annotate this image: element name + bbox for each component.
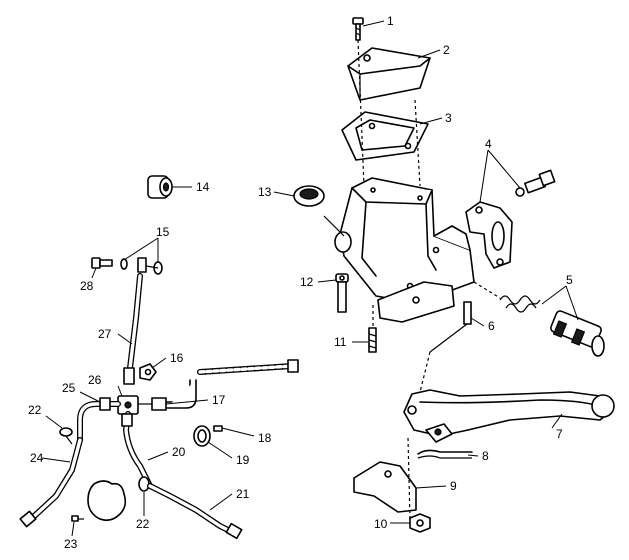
part-1-cover-screw [352,17,364,41]
part-9-lever-block [353,437,417,521]
callout-4: 4 [485,137,492,151]
callout-5: 5 [566,273,573,287]
part-20-hose [121,411,153,489]
part-24-hose [19,437,83,528]
callout-7: 7 [556,427,563,441]
callout-25: 25 [62,381,76,395]
callout-10: 10 [374,517,388,531]
part-17-rigid-line [138,359,299,411]
leader-lines [41,20,579,537]
callout-2: 2 [443,43,450,57]
part-11-bolt [368,305,377,353]
part-5-piston-assembly [499,295,605,357]
hose-bracket-plate [87,480,127,522]
part-28-bolt [91,257,113,269]
part-8-spring [417,449,473,459]
part-18-screw [213,425,223,432]
callout-14: 14 [196,180,210,194]
part-27-brake-line [123,273,143,385]
callout-22-upper: 22 [28,403,42,417]
callout-6: 6 [488,319,495,333]
callout-27: 27 [98,327,112,341]
callout-26: 26 [88,373,102,387]
callout-18: 18 [258,431,272,445]
callout-1: 1 [387,14,394,28]
part-14-banjo-fitting [147,175,173,199]
callout-23: 23 [64,537,78,551]
callout-24: 24 [30,451,44,465]
master-cylinder-body [323,177,475,301]
part-15-banjo-bolt-washers [120,257,163,275]
part-19-line-clip [193,425,211,447]
callout-11: 11 [334,335,347,349]
lever-mount-tab [377,281,455,323]
part-10-nut [409,513,431,533]
part-25-hose [77,397,121,443]
part-22-hose-clamp-upper [59,427,73,445]
callout-16: 16 [170,351,184,365]
callout-22-lower: 22 [136,517,150,531]
part-23-screw [71,515,84,522]
callout-28: 28 [80,279,94,293]
callout-3: 3 [445,111,452,125]
callout-15: 15 [156,225,170,239]
part-21-hose [147,483,243,540]
callout-9: 9 [450,479,457,493]
callout-8: 8 [482,449,489,463]
callout-19: 19 [236,453,250,467]
callout-12: 12 [300,275,314,289]
part-4-handlebar-clamp [465,169,556,269]
part-7-brake-lever [403,389,615,443]
callout-21: 21 [236,487,250,501]
part-22-hose-clamp-lower [138,476,150,492]
part-3-diaphragm-gasket [341,111,429,161]
callout-20: 20 [172,445,186,459]
part-13-boot [293,185,325,207]
callout-17: 17 [212,393,226,407]
callout-numbers: 1 2 3 4 5 6 7 8 9 10 11 12 13 14 15 16 1… [28,14,573,551]
part-6-pin [419,301,472,393]
part-12-pivot-bolt [335,273,349,313]
callout-13: 13 [258,185,272,199]
part-2-reservoir-cap [347,47,431,101]
